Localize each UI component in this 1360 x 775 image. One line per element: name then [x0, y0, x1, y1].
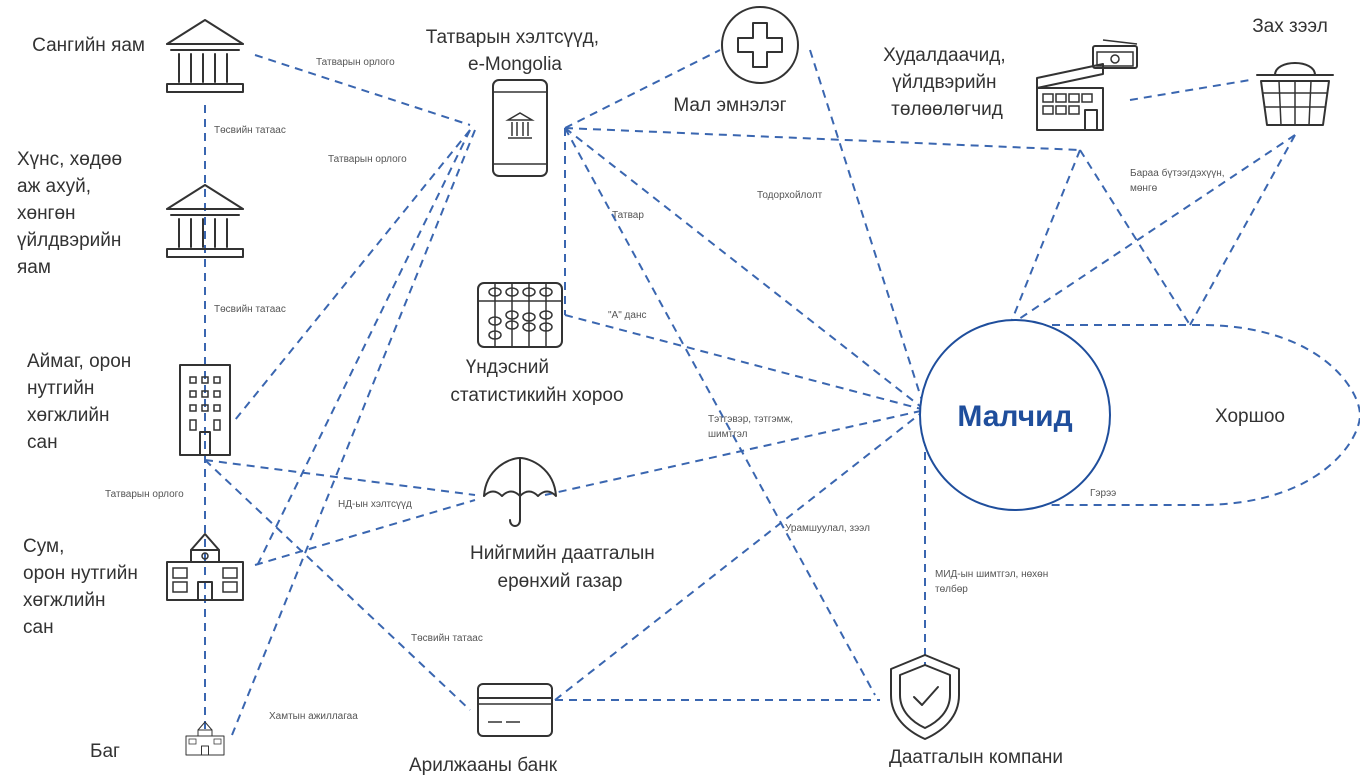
shopping-basket-icon [1256, 62, 1334, 126]
herders-label: Малчид [957, 400, 1072, 433]
edge-label-incentive-loan: Урамшуулал, зээл [785, 523, 870, 534]
bag-label: Баг [90, 741, 120, 762]
node-labels: Сангийн яам Хүнс, хөдөө аж ахуй, хөнгөн … [17, 16, 1328, 775]
connector-tax-herders [564, 127, 926, 411]
connector-sum-socins [254, 499, 476, 566]
government-building-icon [166, 19, 244, 93]
connector-tax-inscomp [564, 127, 876, 696]
edge-label-tax: Татвар [612, 210, 644, 221]
edge-label-cooperation: Хамтын ажиллагаа [269, 711, 358, 722]
connector-socins-herders [544, 409, 926, 496]
bank-label: Арилжааны банк [409, 755, 558, 775]
shield-check-icon [890, 654, 960, 740]
connector-tax-aimag [234, 129, 471, 421]
market-label: Зах зээл [1252, 16, 1328, 37]
traders-label: Худалдаачид, үйлдвэрийн төлөөлөгчид [883, 45, 1011, 120]
connector-aimag-bank [204, 459, 471, 711]
herders-circle [919, 319, 1111, 511]
connector-stats-herders [564, 314, 926, 411]
connector-finance-tax [254, 54, 471, 126]
connector-market-herders [1009, 134, 1296, 326]
abacus-icon [477, 282, 563, 348]
edge-label-contract: Гэрээ [1090, 488, 1116, 499]
connector-traders-coop [1079, 149, 1191, 326]
edge-label-tax-income-3: Татварын орлого [105, 489, 184, 500]
shop-money-icon [1036, 39, 1138, 131]
edge-label-si-departments: НД-ын хэлтсүүд [338, 499, 412, 510]
connector-traders-herders [1009, 149, 1081, 326]
connector-bag-tax [231, 129, 476, 736]
connector-tax-traders [564, 127, 1081, 151]
edge-label-goods-money: Бараа бүтээгдэхүүн, мөнгө [1130, 167, 1227, 194]
ministry-building-icon [166, 184, 244, 258]
connector-tax-vet [564, 49, 721, 129]
insurance-company-label: Даатгалын компани [889, 747, 1063, 768]
connector-tax-sum [254, 129, 471, 571]
edge-label-budget-1: Төсвийн татаас [214, 125, 286, 136]
edge-labels: Татварын орлого Төсвийн татаас Татварын … [105, 57, 1227, 722]
cooperative-label: Хоршоо [1215, 406, 1285, 427]
cooperative-outline [1010, 324, 1360, 506]
credit-card-icon [477, 683, 553, 737]
edge-label-budget-3: Төсвийн татаас [411, 633, 483, 644]
connector-aimag-socins [204, 459, 476, 496]
connector-traders-market [1129, 79, 1251, 101]
sum-fund-label: Сум, орон нутгийн хөгжлийн сан [23, 536, 143, 638]
vet-clinic-label: Мал эмнэлэг [673, 95, 786, 116]
edge-label-tax-income-2: Татварын орлого [328, 154, 407, 165]
connectors [204, 49, 1360, 736]
finance-ministry-label: Сангийн яам [32, 35, 145, 56]
edge-label-budget-2: Төсвийн татаас [214, 304, 286, 315]
aimag-fund-label: Аймаг, орон нутгийн хөгжлийн сан [27, 351, 137, 453]
food-ministry-label: Хүнс, хөдөө аж ахуй, хөнгөн үйлдвэрийн я… [17, 149, 127, 278]
connector-vet-herders [809, 49, 926, 411]
mobile-phone-icon [492, 79, 548, 177]
umbrella-icon [483, 457, 557, 527]
connector-market-coop [1189, 134, 1296, 326]
small-school-icon [185, 721, 225, 756]
edge-label-a-account: "А" данс [608, 310, 646, 321]
medical-cross-icon [721, 6, 799, 84]
edge-label-tax-income-1: Татварын орлого [316, 57, 395, 68]
statistics-label: Үндэсний статистикийн хороо [450, 357, 623, 406]
edge-label-pension: Тэтгэвэр, тэтгэмж, шимтгэл [708, 414, 796, 440]
office-tower-icon [179, 364, 231, 456]
social-insurance-label: Нийгмийн даатгалын ерөнхий газар [470, 543, 660, 592]
edge-label-insurance-fee: МИД-ын шимтгэл, нөхөн төлбөр [935, 569, 1051, 595]
school-building-icon [166, 533, 244, 601]
edge-label-certificate: Тодорхойлолт [757, 190, 823, 201]
tax-portal-label: Татварын хэлтсүүд, e-Mongolia [426, 27, 605, 75]
